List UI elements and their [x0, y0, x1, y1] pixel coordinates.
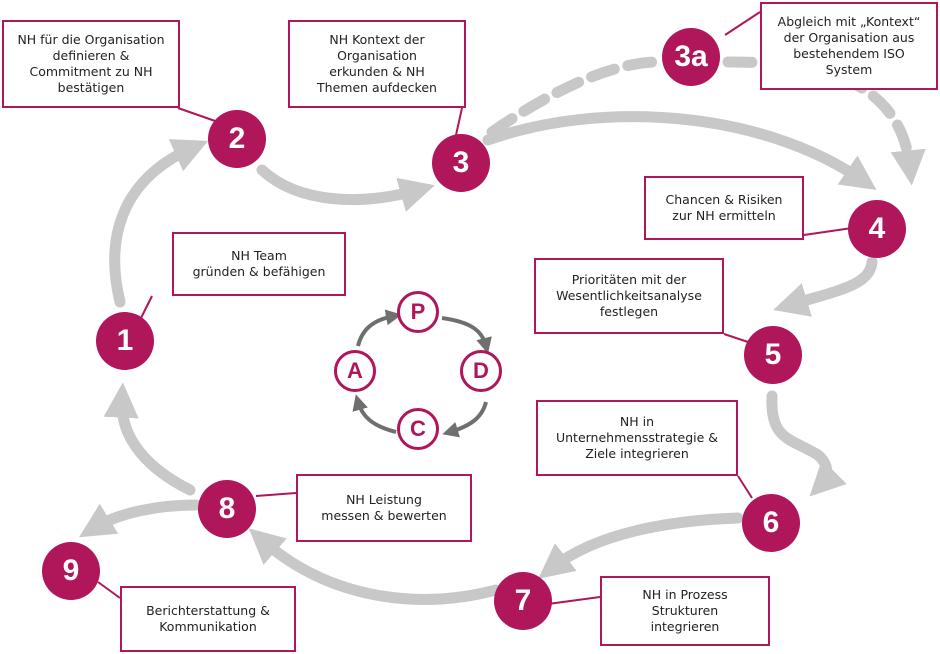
box-step-6: NH in Unternehmensstrategie & Ziele inte… [536, 400, 738, 476]
step-8-circle: 8 [198, 480, 256, 538]
pdca-plan-circle: P [397, 291, 439, 333]
box-step-6-text: NH in Unternehmensstrategie & Ziele inte… [555, 414, 719, 461]
connector-9 [97, 581, 121, 599]
step-1-circle: 1 [96, 312, 154, 370]
connector-3 [455, 107, 463, 136]
box-step-5-text: Prioritäten mit der Wesentlichkeitsanaly… [556, 272, 702, 319]
step-3a-circle: 3a [662, 28, 720, 86]
connector-5 [723, 333, 749, 343]
box-step-7-text: NH in Prozess Strukturen integrieren [642, 587, 728, 634]
box-step-2-text: NH für die Organisation definieren & Com… [17, 32, 165, 95]
box-step-4-text: Chancen & Risiken zur NH ermitteln [665, 192, 783, 223]
pdca-act-circle: A [334, 350, 376, 392]
connector-8 [255, 492, 297, 497]
arrow-3-to-4 [482, 111, 877, 190]
box-step-1: NH Team gründen & befähigen [172, 232, 346, 296]
step-3-circle: 3 [432, 134, 490, 192]
pdca-arrow-a-to-p [356, 309, 402, 347]
pdca-arrow-d-to-c [442, 401, 488, 438]
arrow-1-to-2 [109, 139, 209, 308]
box-step-5: Prioritäten mit der Wesentlichkeitsanaly… [534, 258, 724, 334]
box-step-3-text: NH Kontext der Organisation erkunden & N… [317, 32, 437, 95]
step-2-circle: 2 [208, 110, 266, 168]
arrow-6-to-7 [538, 512, 744, 579]
arrow-5-to-6 [766, 390, 847, 497]
box-step-1-text: NH Team gründen & befähigen [192, 248, 326, 279]
arrow-2-to-3 [256, 164, 435, 212]
step-5-circle: 5 [744, 326, 802, 384]
arrow-7-to-8 [248, 528, 502, 605]
pdca-arrow-p-to-d [441, 316, 492, 354]
box-step-9: Berichterstattung & Kommunikation [120, 586, 296, 652]
pdca-check-circle: C [397, 408, 439, 450]
step-7-circle: 7 [494, 572, 552, 630]
connector-1 [139, 295, 153, 321]
step-9-circle: 9 [42, 542, 100, 600]
box-step-3a: Abgleich mit „Kontext“ der Organisation … [760, 2, 938, 90]
box-step-3a-text: Abgleich mit „Kontext“ der Organisation … [777, 14, 921, 77]
connector-3a [724, 11, 761, 36]
box-step-2: NH für die Organisation definieren & Com… [2, 20, 180, 108]
arrow-8-to-1 [103, 382, 196, 496]
box-step-3: NH Kontext der Organisation erkunden & N… [288, 20, 466, 108]
box-step-7: NH in Prozess Strukturen integrieren [600, 576, 770, 646]
connector-6 [737, 475, 753, 499]
step-4-circle: 4 [848, 200, 906, 258]
box-step-9-text: Berichterstattung & Kommunikation [146, 603, 270, 634]
connector-7 [547, 596, 601, 605]
connector-4 [803, 227, 853, 236]
box-step-4: Chancen & Risiken zur NH ermitteln [644, 176, 804, 240]
box-step-8-text: NH Leistung messen & bewerten [321, 492, 447, 523]
pdca-do-circle: D [460, 350, 502, 392]
connector-2 [177, 107, 219, 123]
arrow-4-to-5 [773, 256, 878, 317]
dashed-arrow-3-to-3a [486, 56, 671, 138]
pdca-arrow-c-to-a [352, 394, 397, 434]
box-step-8: NH Leistung messen & bewerten [296, 474, 472, 542]
step-6-circle: 6 [742, 494, 800, 552]
arrow-8-to-9 [79, 499, 202, 538]
